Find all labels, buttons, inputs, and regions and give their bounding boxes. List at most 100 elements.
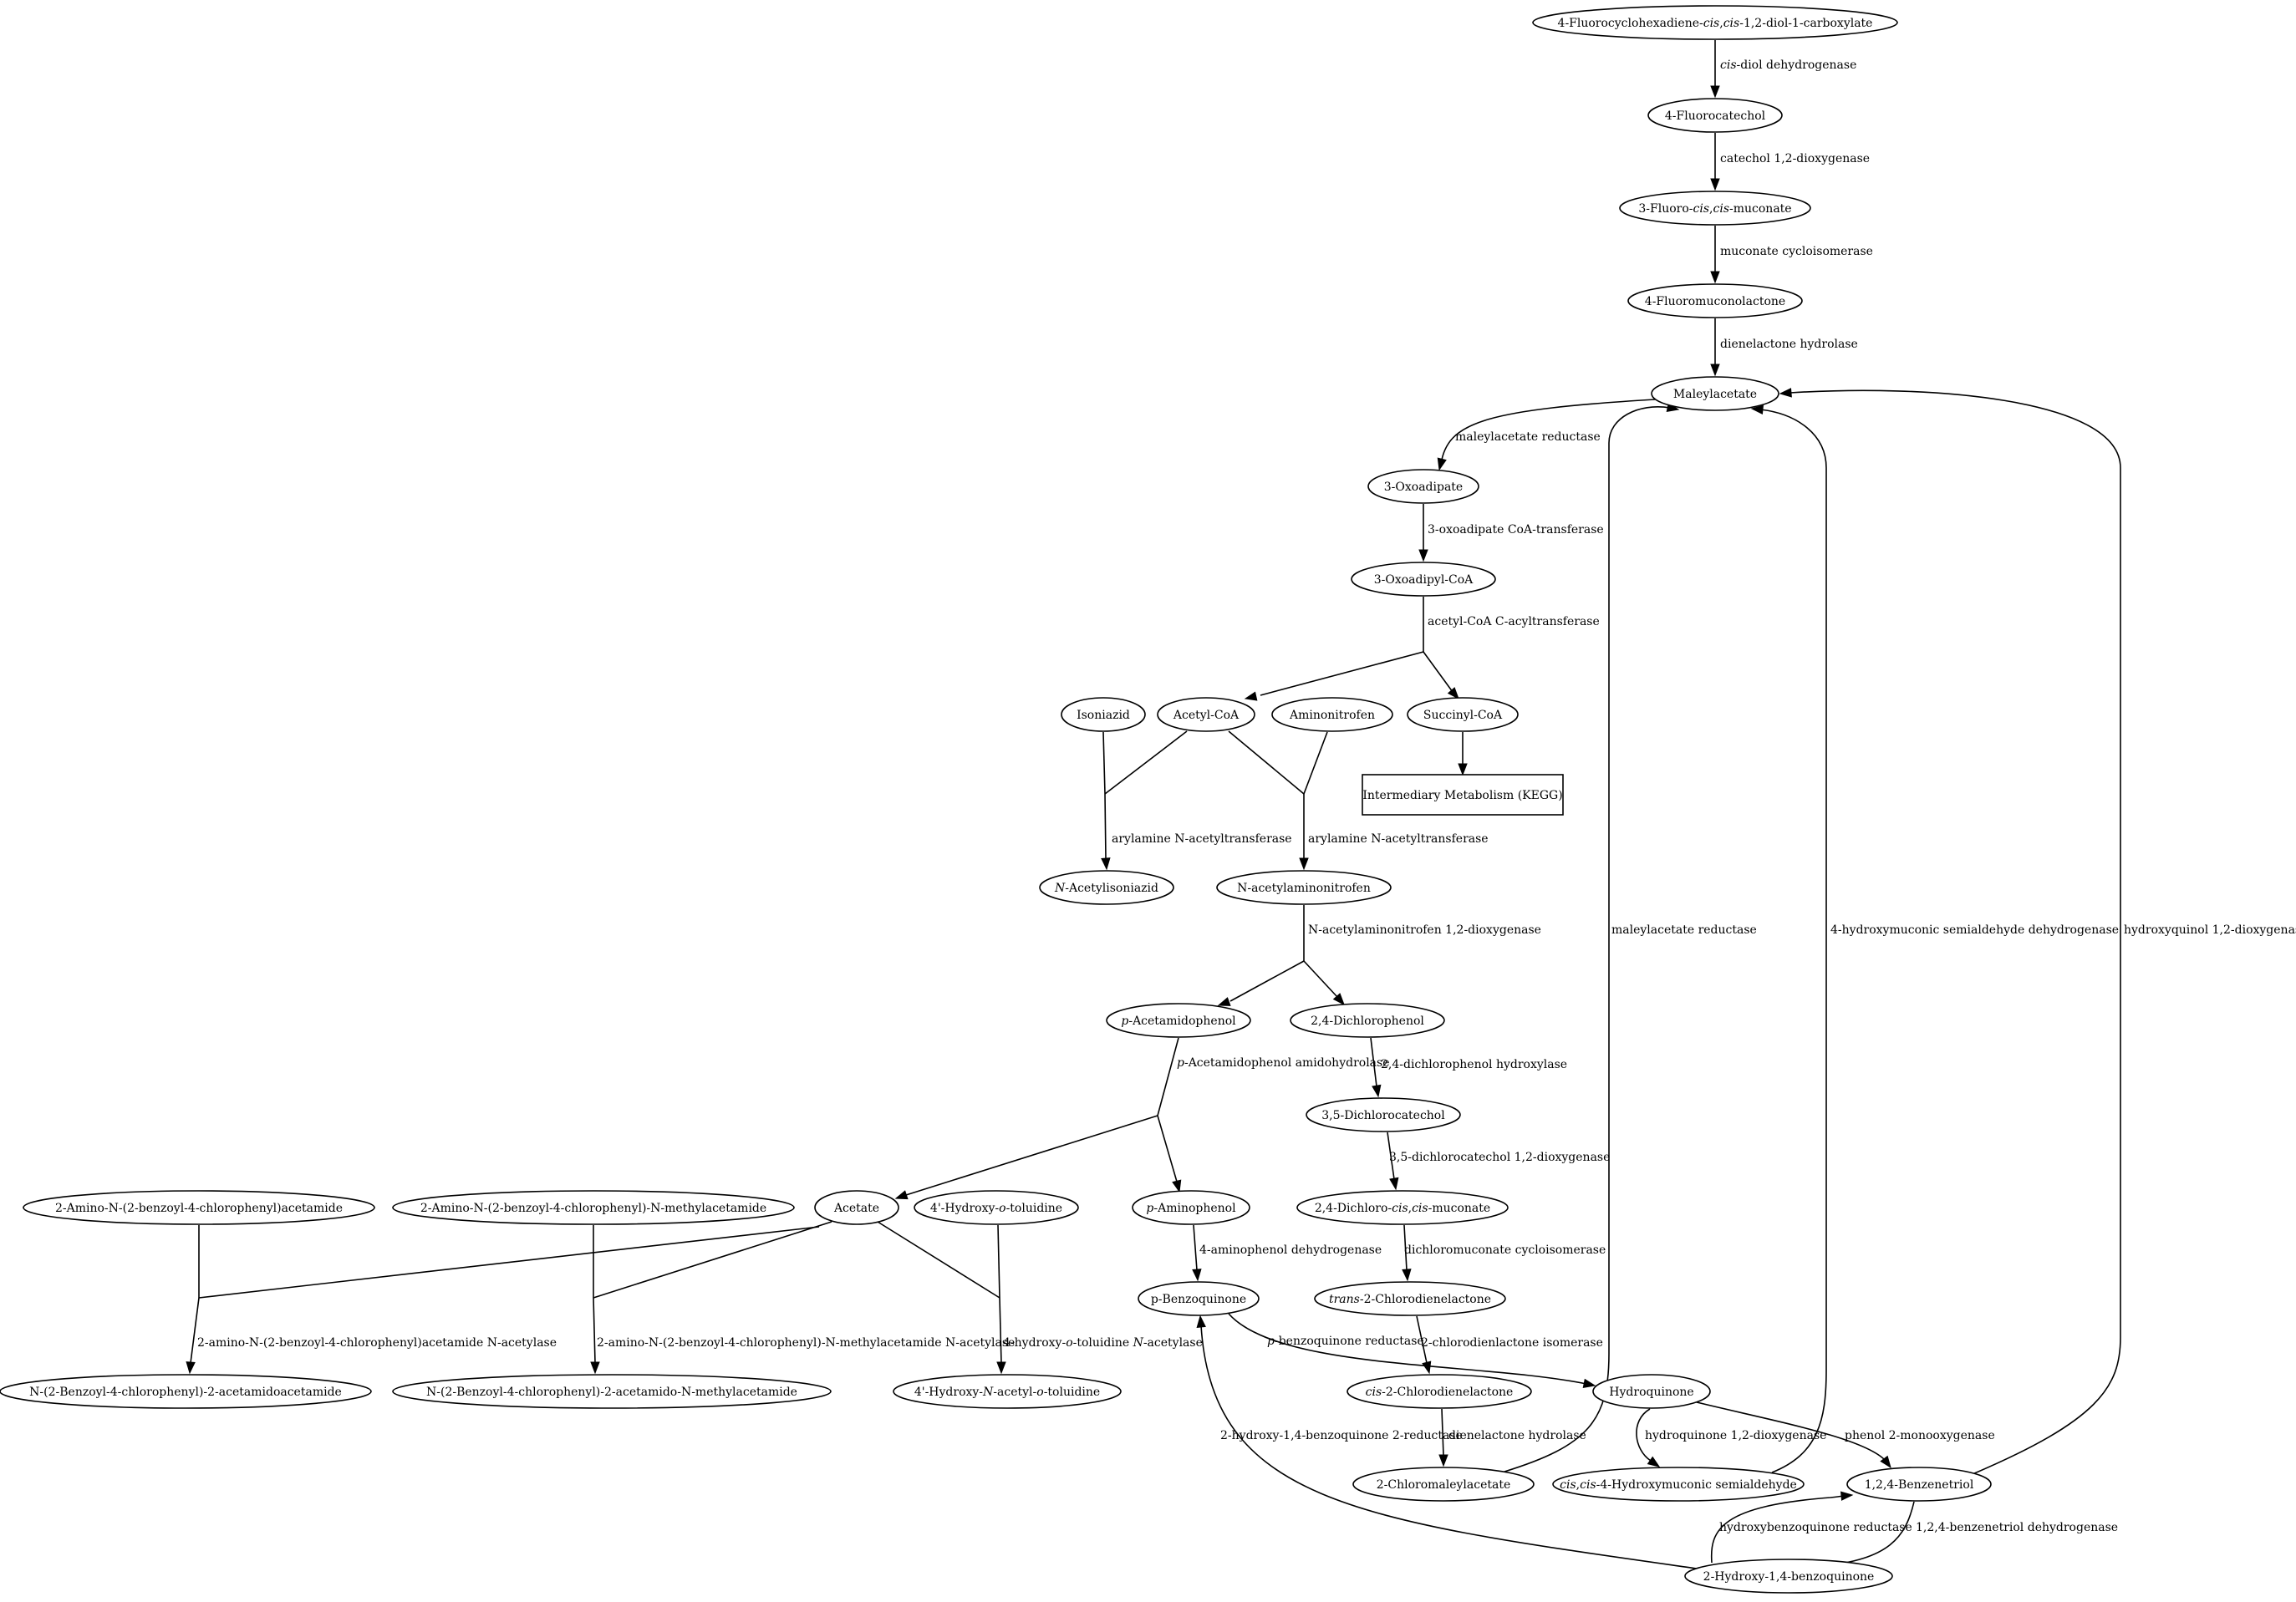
node-label: p-Acetamidophenol	[1121, 1015, 1236, 1028]
node-label: N-(2-Benzoyl-4-chlorophenyl)-2-acetamido…	[29, 1386, 342, 1399]
node-fluoromuconate[interactable]: 3-Fluoro-cis,cis-muconate	[1619, 191, 1811, 226]
edge-dimuc-trans	[1403, 1224, 1408, 1271]
node-oxoadipyl-coa[interactable]: 3-Oxoadipyl-CoA	[1351, 562, 1496, 597]
edge-label-maleylacetate-reductase-2: maleylacetate reductase	[1611, 923, 1757, 937]
arrowhead-junc1-acetyliso	[1101, 857, 1111, 871]
edge-label-acetylaminonitrofen-dioxygenase: N-acetylaminonitrofen 1,2-dioxygenase	[1308, 923, 1541, 937]
edge-hq-hms	[1636, 1408, 1652, 1462]
node-kegg[interactable]: Intermediary Metabolism (KEGG)	[1362, 774, 1564, 816]
arrowhead-junc-succ	[1447, 687, 1459, 700]
arrowhead-hbq-benz	[1840, 1491, 1854, 1501]
node-ellipse	[1592, 1374, 1711, 1409]
node-ellipse	[1306, 1097, 1461, 1132]
node-benzoyl-acetamido-methylacetamide[interactable]: N-(2-Benzoyl-4-chlorophenyl)-2-acetamido…	[392, 1374, 832, 1409]
edge-label-amino-methylacetamide-n-acetylase: 2-amino-N-(2-benzoyl-4-chlorophenyl)-N-m…	[597, 1336, 1015, 1350]
node-ellipse	[1532, 5, 1898, 40]
edge-iso-junc	[1102, 731, 1106, 795]
node-hydroxy-benzoquinone[interactable]: 2-Hydroxy-1,4-benzoquinone	[1684, 1559, 1893, 1594]
node-hydroquinone[interactable]: Hydroquinone	[1592, 1374, 1711, 1409]
node-label: 4'-Hydroxy-o-toluidine	[930, 1202, 1062, 1215]
node-label: 3,5-Dichlorocatechol	[1321, 1109, 1445, 1122]
edge-aminophenol-bq	[1193, 1224, 1198, 1271]
node-isoniazid[interactable]: Isoniazid	[1061, 697, 1146, 732]
node-ellipse	[814, 1190, 899, 1225]
node-oxoadipate[interactable]: 3-Oxoadipate	[1367, 469, 1479, 504]
arrowhead-flac-mal	[1710, 364, 1720, 377]
arrowhead-junc5-prod	[186, 1361, 196, 1375]
edge-mal-oxo	[1441, 399, 1656, 460]
node-benzoyl-acetamidoacetamide[interactable]: N-(2-Benzoyl-4-chlorophenyl)-2-acetamido…	[0, 1374, 372, 1409]
node-label: Intermediary Metabolism (KEGG)	[1362, 789, 1562, 802]
node-ellipse	[1296, 1190, 1509, 1225]
node-ellipse	[1271, 697, 1393, 732]
edge-label-hydroxymuconic-dehydrogenase: 4-hydroxymuconic semialdehyde dehydrogen…	[1830, 923, 2119, 937]
node-acetate[interactable]: Acetate	[814, 1190, 899, 1225]
node-hydroxymuconic-semialdehyde[interactable]: cis,cis-4-Hydroxymuconic semialdehyde	[1552, 1467, 1805, 1502]
node-label: Maleylacetate	[1673, 388, 1757, 401]
node-fluorocyclohexadiene[interactable]: 4-Fluorocyclohexadiene-cis,cis-1,2-diol-…	[1532, 5, 1898, 40]
edge-label-acetamidophenol-amidohydrolase: p-Acetamidophenol amidohydrolase	[1177, 1056, 1389, 1070]
edge-hbq-benz	[1710, 1495, 1844, 1564]
node-ellipse	[1106, 1003, 1251, 1038]
edge-label-chlorodienlactone-isomerase: 2-chlorodienlactone isomerase	[1421, 1336, 1603, 1350]
node-chloromaleylacetate[interactable]: 2-Chloromaleylacetate	[1352, 1467, 1535, 1502]
node-dichlorophenol[interactable]: 2,4-Dichlorophenol	[1290, 1003, 1445, 1038]
node-hydroxy-acetyl-toluidine[interactable]: 4'-Hydroxy-N-acetyl-o-toluidine	[893, 1374, 1122, 1409]
node-acetylisoniazid[interactable]: N-Acetylisoniazid	[1039, 870, 1174, 905]
node-label: 4'-Hydroxy-N-acetyl-o-toluidine	[914, 1386, 1100, 1399]
arrowhead-dicat-dimuc	[1389, 1177, 1399, 1191]
node-ellipse	[1138, 1281, 1260, 1316]
arrowhead-dimuc-trans	[1402, 1269, 1412, 1282]
nodes-layer: 4-Fluorocyclohexadiene-cis,cis-1,2-diol-…	[0, 5, 1992, 1594]
node-benzoquinone[interactable]: p-Benzoquinone	[1138, 1281, 1260, 1316]
node-ellipse	[1619, 191, 1811, 226]
node-ellipse	[1347, 1374, 1532, 1409]
edge-label-arylamine-nat-1: arylamine N-acetyltransferase	[1112, 832, 1292, 846]
edge-label-hydroquinone-dioxygenase: hydroquinone 1,2-dioxygenase	[1645, 1429, 1826, 1442]
node-amino-benzoyl-methylacetamide[interactable]: 2-Amino-N-(2-benzoyl-4-chlorophenyl)-N-m…	[392, 1190, 795, 1225]
node-acetamidophenol[interactable]: p-Acetamidophenol	[1106, 1003, 1251, 1038]
node-aminonitrofen[interactable]: Aminonitrofen	[1271, 697, 1393, 732]
edge-junc7-prod	[999, 1297, 1002, 1364]
edge-label-phenol-monooxygenase: phenol 2-monooxygenase	[1845, 1429, 1995, 1442]
edge-label-dienelactone-hydrolase-1: dienelactone hydrolase	[1720, 338, 1858, 351]
node-label: cis,cis-4-Hydroxymuconic semialdehyde	[1560, 1478, 1797, 1492]
node-fluorocatechol[interactable]: 4-Fluorocatechol	[1647, 98, 1783, 133]
node-label: Acetate	[833, 1202, 879, 1215]
edge-acetamido-junc4	[1157, 1037, 1179, 1116]
node-dichlorocatechol[interactable]: 3,5-Dichlorocatechol	[1306, 1097, 1461, 1132]
edge-label-maleylacetate-reductase-1: maleylacetate reductase	[1455, 430, 1601, 444]
arrowhead-fc-fcat	[1710, 85, 1720, 99]
node-label: 3-Oxoadipate	[1384, 481, 1463, 494]
node-acetyl-coa[interactable]: Acetyl-CoA	[1157, 697, 1255, 732]
node-label: Succinyl-CoA	[1423, 709, 1503, 722]
arrowhead-fcat-fmuc	[1710, 178, 1720, 191]
node-maleylacetate[interactable]: Maleylacetate	[1651, 376, 1779, 411]
node-label: 3-Fluoro-cis,cis-muconate	[1638, 202, 1791, 216]
arrowhead-junc6-prod	[590, 1361, 600, 1375]
edge-acetyl-junc1	[1104, 730, 1188, 795]
node-hydroxy-toluidine[interactable]: 4'-Hydroxy-o-toluidine	[914, 1190, 1079, 1225]
node-succinyl-coa[interactable]: Succinyl-CoA	[1407, 697, 1519, 732]
edge-hms-mal	[1759, 409, 1827, 1473]
arrowhead-succ-kegg	[1458, 763, 1468, 776]
node-benzenetriol[interactable]: 1,2,4-Benzenetriol	[1846, 1467, 1992, 1502]
arrowhead-aminophenol-bq	[1192, 1269, 1202, 1282]
node-fluoromuconolactone[interactable]: 4-Fluoromuconolactone	[1627, 283, 1803, 318]
node-amino-benzoyl-acetamide[interactable]: 2-Amino-N-(2-benzoyl-4-chlorophenyl)acet…	[23, 1190, 375, 1225]
node-ellipse	[1314, 1281, 1506, 1316]
node-label: 2-Amino-N-(2-benzoyl-4-chlorophenyl)acet…	[55, 1202, 343, 1215]
node-aminophenol[interactable]: p-Aminophenol	[1132, 1190, 1250, 1225]
edge-label-hydroxyquinol-dioxygenase: hydroxyquinol 1,2-dioxygenase	[2124, 923, 2296, 937]
node-cis-chlorodienelactone[interactable]: cis-2-Chlorodienelactone	[1347, 1374, 1532, 1409]
edge-trans-cis	[1416, 1315, 1428, 1364]
edge-label-muconate-cycloisomerase: muconate cycloisomerase	[1720, 245, 1873, 258]
node-label: 2-Amino-N-(2-benzoyl-4-chlorophenyl)-N-m…	[420, 1202, 766, 1215]
node-label: 2-Chloromaleylacetate	[1377, 1478, 1511, 1492]
node-dichloromuconate[interactable]: 2,4-Dichloro-cis,cis-muconate	[1296, 1190, 1509, 1225]
edge-label-hydroxybenzoquinone-reductase: hydroxybenzoquinone reductase	[1719, 1521, 1912, 1534]
arrowhead-hms-mal	[1750, 404, 1764, 415]
node-trans-chlorodienelactone[interactable]: trans-2-Chlorodienelactone	[1314, 1281, 1506, 1316]
node-ellipse	[1132, 1190, 1250, 1225]
node-acetylaminonitrofen[interactable]: N-acetylaminonitrofen	[1216, 870, 1392, 905]
